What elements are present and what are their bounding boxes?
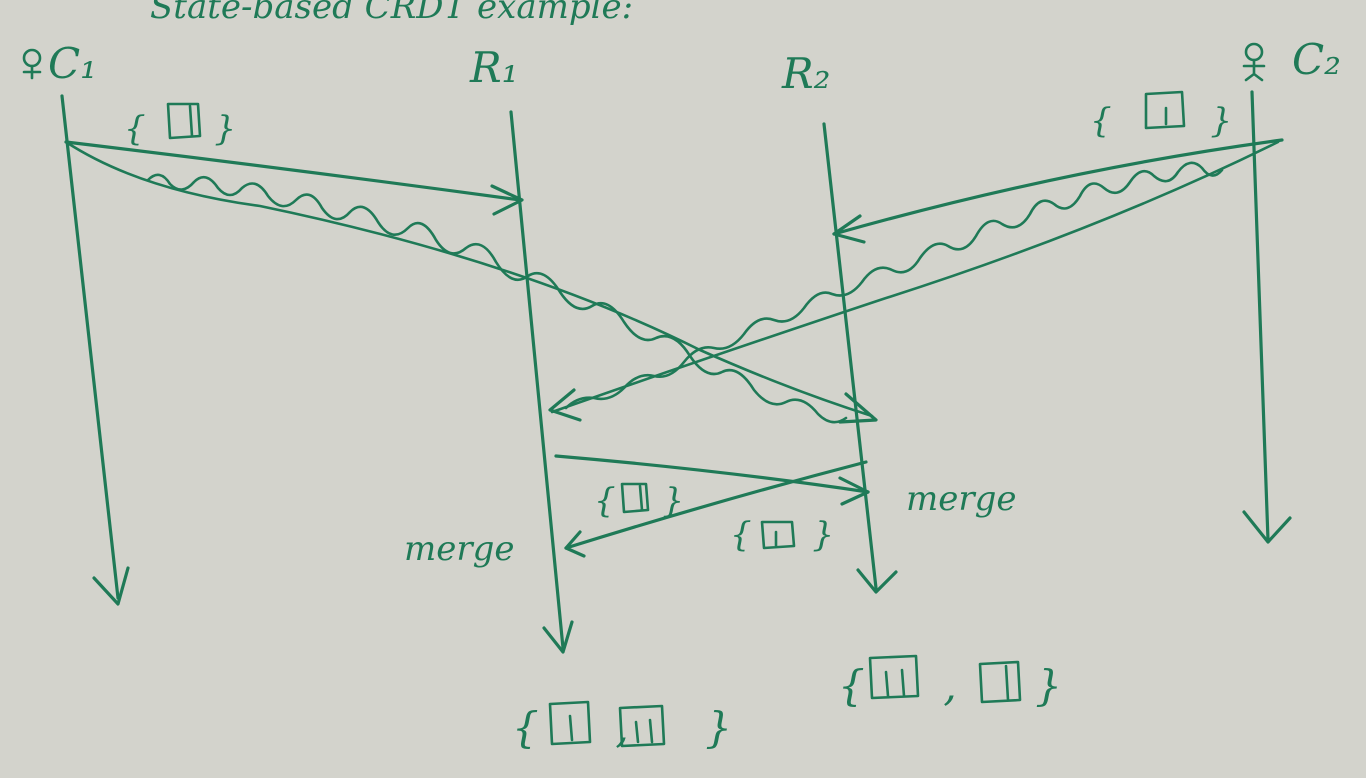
sticky-note-icon <box>620 482 650 514</box>
replica2-merge-label: merge <box>906 479 1017 519</box>
replica2-to-replica1-state: { } <box>564 460 868 558</box>
client2-to-replica1-delayed-message <box>548 140 1280 422</box>
diagram-title: State-based CRDT example: <box>150 0 633 27</box>
sticky-note-icon <box>868 654 920 700</box>
client1-set-label: { } <box>124 109 236 149</box>
sticky-note-icon <box>978 660 1022 704</box>
client2-sent-set: { } <box>1090 90 1232 141</box>
sticky-note-icon <box>1144 90 1186 130</box>
replica1-final-state: { , } <box>512 700 732 752</box>
replica2-label: R₂ <box>781 49 830 98</box>
client1-to-replica1-message <box>64 140 524 216</box>
sticky-note-icon <box>548 700 592 746</box>
replica1-timeline <box>509 110 574 654</box>
client1-sent-set: { } <box>124 102 236 149</box>
client2-label: C₂ <box>1292 35 1341 84</box>
client2-timeline <box>1242 90 1292 544</box>
replica1-merge-label: merge <box>404 529 515 569</box>
replica1-to-replica2-state: { } <box>554 454 870 521</box>
person-icon <box>1242 42 1266 82</box>
client2-to-replica2-message <box>832 138 1284 244</box>
replica1-label: R₁ <box>469 43 518 92</box>
replica2-final-state: { , } <box>838 654 1062 710</box>
sticky-note-icon <box>618 704 666 748</box>
sticky-note-icon <box>760 520 796 550</box>
client2-set-label: { } <box>1090 101 1232 141</box>
client1-label: C₁ <box>48 39 97 88</box>
client1-to-replica2-delayed-message <box>64 140 878 424</box>
person-icon <box>22 48 42 80</box>
sticky-note-icon <box>166 102 202 140</box>
client1-timeline <box>60 94 130 606</box>
replica2-timeline <box>822 122 898 594</box>
